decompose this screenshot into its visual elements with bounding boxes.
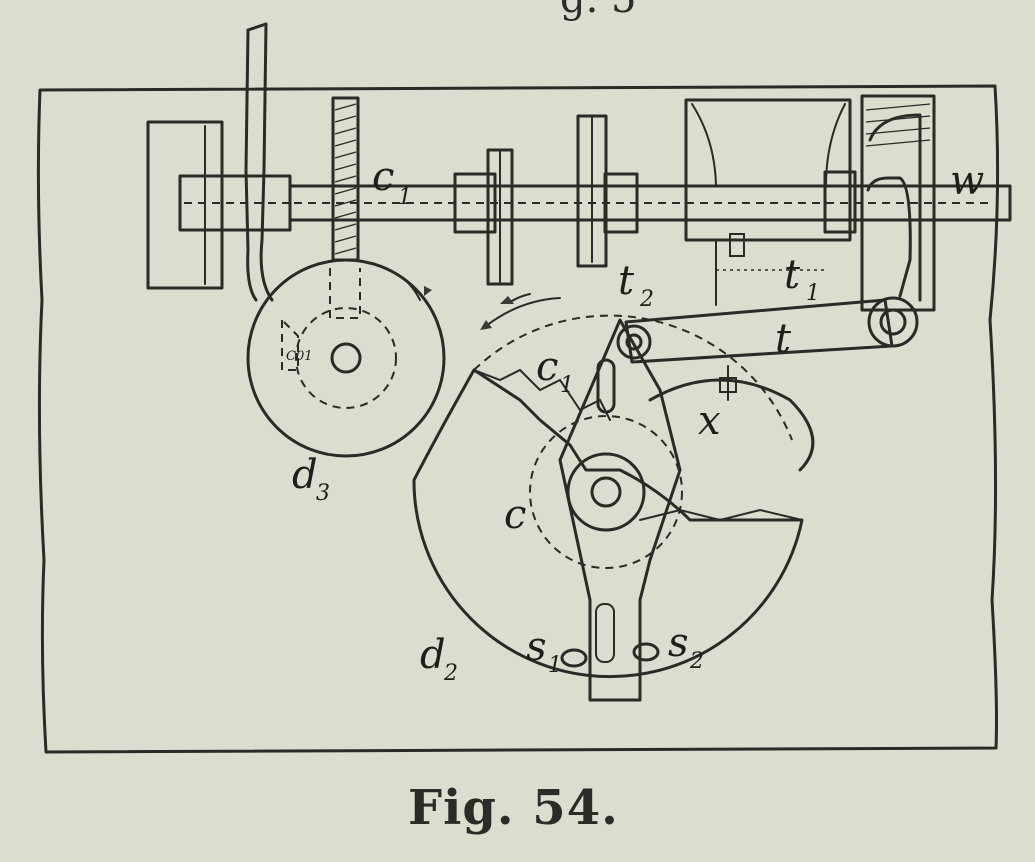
label-c1: c [536, 344, 558, 390]
label-c1-sub: 1 [560, 373, 574, 398]
cup-housing [684, 98, 852, 306]
label-t: t [775, 316, 792, 362]
figure-caption: Fig. 54. [408, 780, 619, 836]
label-x: x [698, 398, 721, 444]
right-block [860, 94, 936, 312]
label-s1-sub: 1 [548, 653, 562, 678]
second-disc [576, 114, 608, 268]
wheel-d2 [412, 293, 815, 702]
labels: c 1 w t 2 t 1 t c 1 x c d 3 d 2 s 1 s 2 … [286, 154, 984, 686]
label-t2: t [618, 258, 635, 304]
top-caption-fragment: g. 5 [560, 0, 636, 22]
label-d2: d [420, 632, 446, 678]
lever-strip [244, 22, 274, 302]
wheel-d3 [246, 258, 446, 458]
frame [36, 84, 1000, 754]
lever-t [616, 296, 919, 401]
label-d3-sub: 3 [316, 481, 330, 506]
bearing-block [146, 120, 224, 290]
label-c-sub: 1 [398, 185, 412, 210]
label-d3: d [292, 452, 318, 498]
label-s2-sub: 2 [689, 649, 704, 674]
main-shaft [178, 170, 1012, 234]
label-d2-sub: 2 [443, 661, 458, 686]
label-t2-sub: 2 [639, 287, 654, 312]
label-small-mark: C01 [286, 349, 313, 364]
label-s1: s [526, 624, 547, 670]
label-c-center: c [504, 492, 526, 538]
collar-disc [486, 148, 514, 286]
label-s2: s [668, 620, 689, 666]
label-t1-sub: 1 [806, 281, 820, 306]
label-t1: t [784, 252, 801, 298]
gear-c [331, 96, 360, 262]
label-w: w [950, 158, 984, 204]
label-c: c [372, 154, 394, 200]
